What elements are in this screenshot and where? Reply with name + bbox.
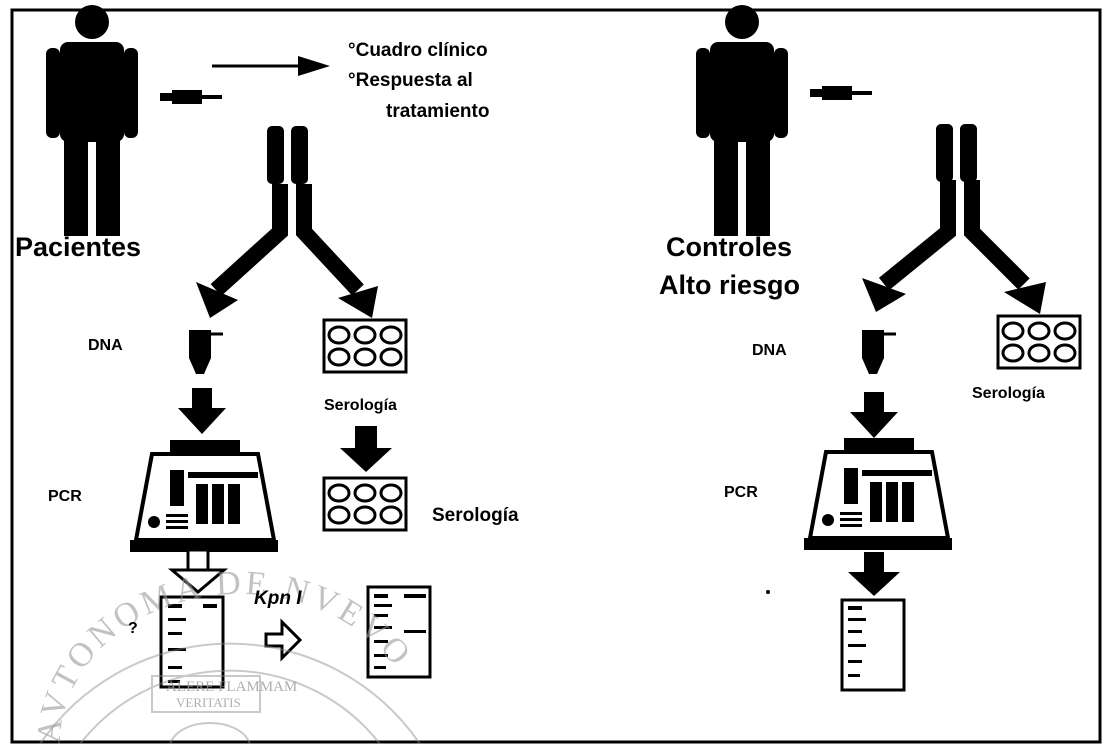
left-digested-gel-icon: [366, 585, 432, 679]
diagram-frame: [10, 8, 1102, 744]
right-blood-tubes-icon: [936, 124, 977, 182]
left-serology-plate-icon: [322, 318, 408, 374]
left-serology-label-2: Serología: [432, 505, 519, 526]
kpni-digest-arrow-icon: [264, 618, 303, 662]
right-dna-to-pcr-arrow-icon: [850, 392, 898, 438]
university-seal-watermark: [39, 642, 421, 744]
clinical-item-2: °Respuesta al: [348, 70, 473, 91]
patient-figure-icon: [46, 5, 138, 236]
right-pcr-machine-icon: [802, 436, 954, 552]
clinical-item-1: °Cuadro clínico: [348, 40, 488, 61]
left-serology-label-1: Serología: [324, 397, 397, 414]
left-dna-label: DNA: [88, 337, 123, 354]
left-blood-tubes-icon: [267, 126, 308, 184]
left-pcr-label: PCR: [48, 488, 82, 505]
right-serology-label: Serología: [972, 385, 1045, 402]
control-figure-icon: [696, 5, 788, 236]
seal-motto-1: ALERE FLAMMAM: [166, 679, 298, 695]
seal-ring-text: AVTONOMA DE NVEVO: [31, 565, 420, 744]
right-pcr-label: PCR: [724, 484, 758, 501]
question-mark: ?: [128, 620, 138, 637]
right-gel-result-icon: [840, 598, 906, 692]
left-gel-result-icon: [159, 595, 225, 689]
right-serology-plate-icon: [996, 314, 1082, 370]
seal-motto-2: VERITATIS: [176, 695, 241, 710]
left-pcr-result-arrow-icon: [167, 548, 229, 594]
stray-dot: [766, 590, 770, 594]
right-dna-label: DNA: [752, 342, 787, 359]
right-pcr-result-arrow-icon: [848, 552, 900, 596]
kpni-label: Kpn I: [254, 588, 302, 609]
left-dna-tube-icon: [187, 328, 225, 376]
left-split-arrows-icon: [196, 184, 378, 318]
left-serology-plate-2-icon: [322, 476, 408, 532]
right-split-arrows-icon: [862, 180, 1046, 314]
clinical-item-3: tratamiento: [386, 101, 490, 122]
patients-label: Pacientes: [15, 232, 142, 262]
left-dna-to-pcr-arrow-icon: [178, 388, 226, 434]
controls-label: Controles: [666, 232, 793, 262]
right-dna-tube-icon: [860, 328, 898, 376]
right-syringe-icon: [810, 86, 872, 100]
serology-down-arrow-icon: [340, 426, 392, 472]
left-pcr-machine-icon: [128, 438, 280, 554]
left-syringe-icon: [160, 90, 222, 104]
high-risk-label: Alto riesgo: [659, 270, 801, 300]
clinical-arrow-icon: [212, 56, 330, 76]
